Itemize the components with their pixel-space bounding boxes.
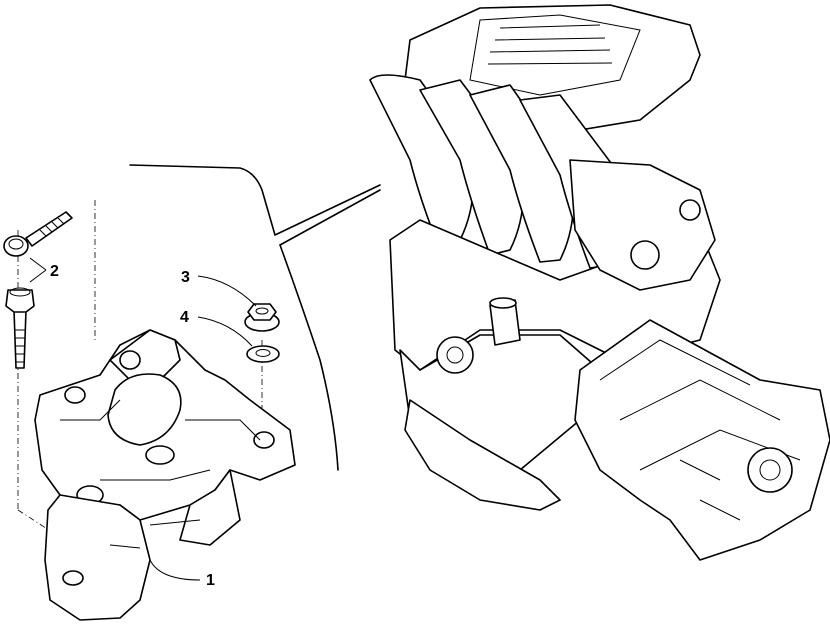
engine-mount-bracket: [34, 329, 296, 621]
callout-label-2: 2: [50, 263, 59, 280]
bolt-upper: [3, 211, 73, 257]
detail-boundary-outline: [129, 164, 381, 471]
flange-nut: [244, 303, 280, 332]
engine-gearbox-assembly: [369, 4, 830, 561]
callout-label-1: 1: [206, 572, 215, 589]
callout-label-3: 3: [181, 269, 190, 286]
callout-label-4: 4: [180, 309, 189, 326]
plain-washer: [246, 345, 280, 363]
bolt-lower: [5, 287, 35, 369]
leader-lines: [29, 257, 257, 581]
